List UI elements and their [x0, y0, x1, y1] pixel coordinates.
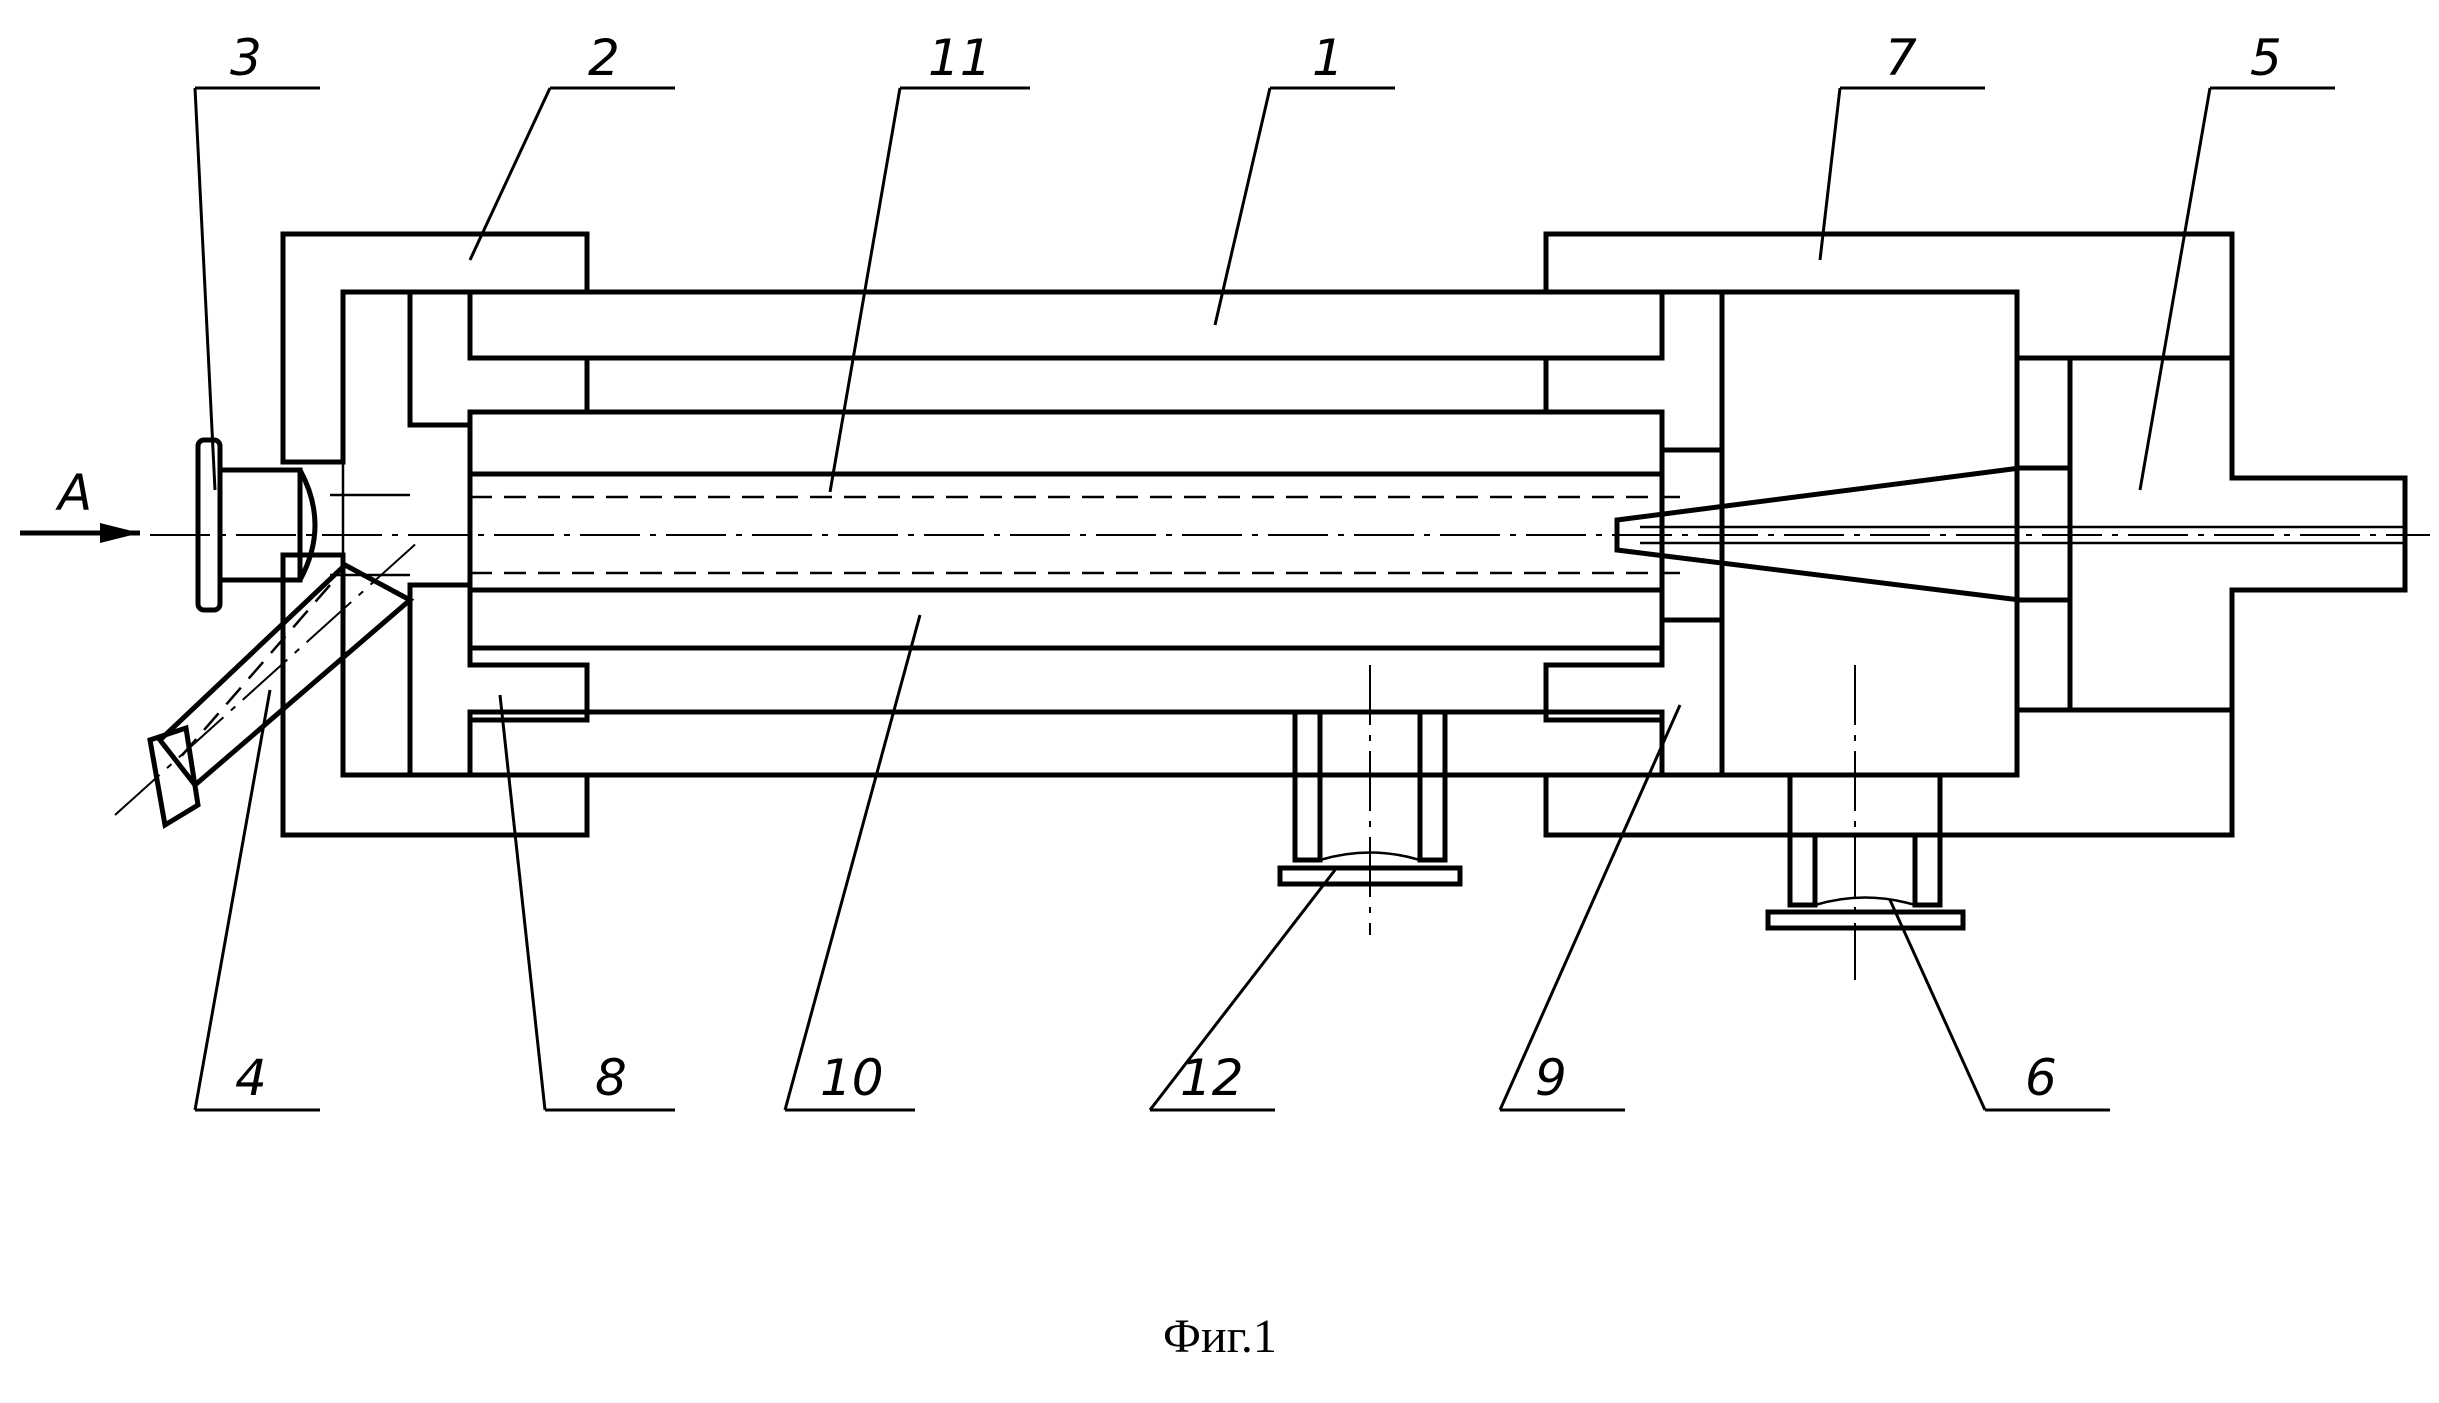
callout-9-leader — [1500, 705, 1680, 1110]
callout-6-label: 6 — [2025, 1049, 2057, 1107]
outlet-12 — [1280, 665, 1460, 935]
inner-core-top — [470, 412, 1662, 474]
callout-1-leader — [1215, 88, 1395, 325]
callout-4-label: 4 — [235, 1049, 267, 1107]
left-plug-section — [410, 292, 587, 775]
callout-5-label: 5 — [2250, 29, 2282, 87]
callout-9-label: 9 — [1535, 1049, 1567, 1107]
callout-5-leader — [2140, 88, 2335, 490]
callouts: 3 2 11 1 7 5 4 8 10 12 9 6 — [195, 29, 2335, 1110]
left-plug-bore — [410, 425, 470, 585]
callout-3-label: 3 — [230, 29, 262, 87]
callout-3-leader — [195, 88, 320, 490]
core-channel — [470, 474, 1680, 590]
flow-arrow: А — [20, 464, 140, 543]
callout-8-leader — [500, 695, 675, 1110]
flow-arrow-label: А — [55, 464, 92, 522]
callout-4-leader — [195, 690, 320, 1110]
right-plug-section — [1546, 292, 1722, 775]
outlet-6-walls — [1790, 775, 1940, 905]
callout-12-label: 12 — [1180, 1049, 1244, 1107]
callout-8-label: 8 — [595, 1049, 627, 1107]
side-inlet-pipe — [115, 540, 420, 825]
right-housing-chamber — [1722, 292, 2017, 775]
outlet-6 — [1768, 665, 1963, 980]
inlet-valve-body — [220, 470, 300, 580]
flow-arrow-head — [100, 523, 140, 543]
callout-6-leader — [1890, 900, 2110, 1110]
outer-tube — [470, 292, 1662, 775]
left-plug — [410, 292, 587, 775]
inlet-valve-flange — [198, 440, 220, 610]
callout-7-label: 7 — [1885, 29, 1917, 87]
right-plug — [1546, 292, 1722, 775]
callout-2-label: 2 — [588, 29, 620, 87]
callout-11-label: 11 — [928, 29, 992, 87]
callout-10-label: 10 — [820, 1049, 884, 1107]
outlet-6-flange — [1768, 912, 1963, 928]
callout-10-leader — [785, 615, 920, 1110]
outer-tube-top-wall — [470, 292, 1662, 358]
callout-1-label: 1 — [1312, 29, 1344, 87]
figure-caption: Фиг.1 — [1163, 1310, 1277, 1363]
outer-tube-bottom-wall — [470, 712, 1662, 775]
outlet-6-break — [1815, 898, 1915, 906]
inner-core-bottom — [470, 590, 1662, 648]
